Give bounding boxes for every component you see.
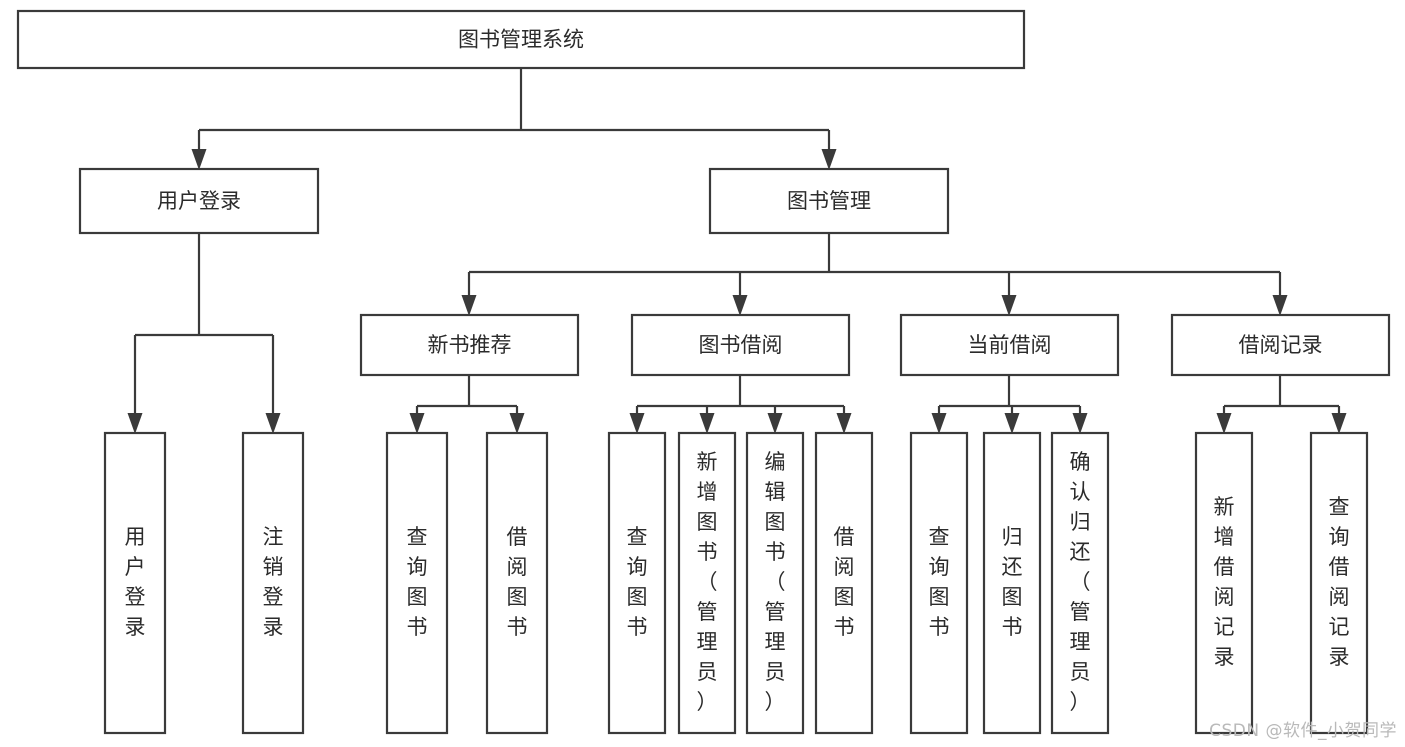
watermark-label: CSDN @软件_小贺同学 — [1209, 721, 1397, 741]
node-box[interactable] — [1194, 431, 1254, 735]
node-label: 查询图书 — [929, 525, 950, 639]
arrow-head-icon — [699, 413, 715, 434]
node-label: 查询图书 — [627, 525, 648, 639]
arrow-head-icon — [127, 413, 143, 434]
arrow-head-icon — [629, 413, 645, 434]
node-leaf-add-book[interactable]: 新增图书（管理员） — [677, 431, 737, 735]
node-leaf-logout[interactable]: 注销登录 — [241, 431, 305, 735]
node-new-book-recommend[interactable]: 新书推荐 — [359, 313, 580, 377]
node-box[interactable] — [78, 167, 320, 235]
node-label: 新增借阅记录 — [1214, 495, 1235, 669]
node-box[interactable] — [103, 431, 167, 735]
node-leaf-user-login[interactable]: 用户登录 — [103, 431, 167, 735]
arrow-head-icon — [836, 413, 852, 434]
arrow-head-icon — [732, 295, 748, 316]
arrow-head-icon — [509, 413, 525, 434]
node-leaf-edit-book[interactable]: 编辑图书（管理员） — [745, 431, 805, 735]
node-label: 当前借阅 — [968, 333, 1052, 357]
node-leaf-query-book-1[interactable]: 查询图书 — [385, 431, 449, 735]
arrow-head-icon — [1272, 295, 1288, 316]
node-label: 图书管理系统 — [458, 28, 584, 52]
node-leaf-query-book-3[interactable]: 查询图书 — [909, 431, 969, 735]
node-box[interactable] — [16, 9, 1026, 70]
node-leaf-confirm-return[interactable]: 确认归还（管理员） — [1050, 431, 1110, 735]
node-book-borrow[interactable]: 图书借阅 — [630, 313, 851, 377]
node-label: 编辑图书（管理员） — [765, 450, 786, 714]
connector-group — [127, 233, 281, 434]
node-label: 新增图书（管理员） — [697, 450, 718, 714]
node-box[interactable] — [359, 313, 580, 377]
node-label: 用户登录 — [125, 525, 146, 639]
connector-group — [461, 233, 1288, 316]
node-current-borrow[interactable]: 当前借阅 — [899, 313, 1120, 377]
node-user-login[interactable]: 用户登录 — [78, 167, 320, 235]
connector-group — [409, 375, 525, 434]
node-label: 用户登录 — [157, 189, 241, 213]
connector-group — [191, 68, 837, 170]
node-box[interactable] — [607, 431, 667, 735]
node-box[interactable] — [745, 431, 805, 735]
node-root[interactable]: 图书管理系统 — [16, 9, 1026, 70]
node-box[interactable] — [909, 431, 969, 735]
arrow-head-icon — [821, 149, 837, 170]
node-label: 归还图书 — [1002, 525, 1023, 639]
node-box[interactable] — [708, 167, 950, 235]
node-leaf-query-borrow-record[interactable]: 查询借阅记录 — [1309, 431, 1369, 735]
connectors-layer — [127, 68, 1347, 434]
node-label: 查询图书 — [407, 525, 428, 639]
node-box[interactable] — [899, 313, 1120, 377]
node-box[interactable] — [485, 431, 549, 735]
nodes-layer: 图书管理系统用户登录图书管理新书推荐图书借阅当前借阅借阅记录用户登录注销登录查询… — [16, 9, 1391, 735]
node-leaf-return-book[interactable]: 归还图书 — [982, 431, 1042, 735]
arrow-head-icon — [1216, 413, 1232, 434]
arrow-head-icon — [931, 413, 947, 434]
arrow-head-icon — [409, 413, 425, 434]
arrow-head-icon — [191, 149, 207, 170]
connector-group — [629, 375, 852, 434]
node-leaf-borrow-book-2[interactable]: 借阅图书 — [814, 431, 874, 735]
node-leaf-borrow-book-1[interactable]: 借阅图书 — [485, 431, 549, 735]
arrow-head-icon — [1004, 413, 1020, 434]
node-box[interactable] — [1309, 431, 1369, 735]
node-label: 注销登录 — [263, 525, 284, 639]
node-label: 借阅图书 — [507, 525, 528, 639]
node-leaf-add-borrow-record[interactable]: 新增借阅记录 — [1194, 431, 1254, 735]
node-label: 新书推荐 — [428, 333, 512, 357]
node-box[interactable] — [241, 431, 305, 735]
node-box[interactable] — [677, 431, 737, 735]
arrow-head-icon — [1331, 413, 1347, 434]
node-borrow-records[interactable]: 借阅记录 — [1170, 313, 1391, 377]
node-label: 查询借阅记录 — [1329, 495, 1350, 669]
node-box[interactable] — [385, 431, 449, 735]
arrow-head-icon — [1072, 413, 1088, 434]
node-box[interactable] — [1170, 313, 1391, 377]
node-box[interactable] — [982, 431, 1042, 735]
arrow-head-icon — [767, 413, 783, 434]
arrow-head-icon — [461, 295, 477, 316]
node-label: 图书管理 — [787, 189, 871, 213]
arrow-head-icon — [1001, 295, 1017, 316]
node-box[interactable] — [1050, 431, 1110, 735]
arrow-head-icon — [265, 413, 281, 434]
connector-group — [1216, 375, 1347, 434]
node-leaf-query-book-2[interactable]: 查询图书 — [607, 431, 667, 735]
node-label: 确认归还（管理员） — [1070, 450, 1091, 714]
node-box[interactable] — [630, 313, 851, 377]
node-label: 借阅图书 — [834, 525, 855, 639]
node-label: 借阅记录 — [1239, 333, 1323, 357]
node-box[interactable] — [814, 431, 874, 735]
node-label: 图书借阅 — [699, 333, 783, 357]
connector-group — [931, 375, 1088, 434]
node-book-management[interactable]: 图书管理 — [708, 167, 950, 235]
